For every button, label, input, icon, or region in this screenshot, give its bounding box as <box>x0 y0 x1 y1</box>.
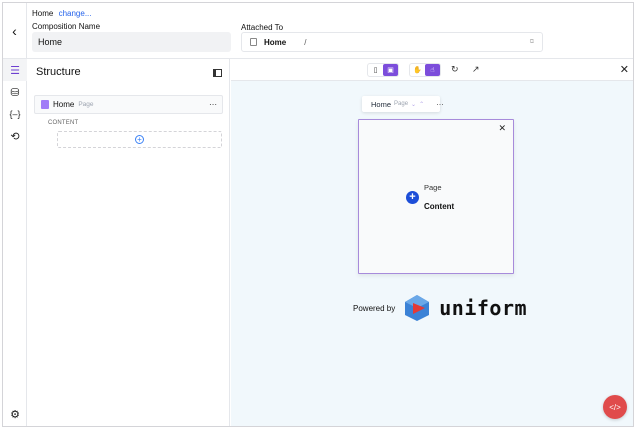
rail-structure-button[interactable]: ☰ <box>3 59 27 81</box>
gear-icon: ⚙ <box>10 408 20 421</box>
braces-icon: {–} <box>9 109 21 119</box>
slot-add-component[interactable]: + <box>57 131 222 148</box>
history-icon: ⟲ <box>10 130 20 143</box>
breadcrumb: Home change... <box>32 9 92 18</box>
more-icon[interactable]: ⋯ <box>209 100 217 109</box>
pan-mode-button[interactable]: ✋ <box>413 67 422 74</box>
add-component-button[interactable]: + <box>406 191 419 204</box>
tree-node-root[interactable]: Home Page ⋯ <box>34 95 223 114</box>
attached-title: Home <box>264 37 287 47</box>
slot-parent-label: Page <box>424 183 442 192</box>
preview-canvas: ▯ ▣ ✋ ☝ ↻ ↗ ✕ Home Page ⌄ ⌃ ⋯ ✕ + Page C… <box>231 59 633 426</box>
mobile-view-button[interactable]: ▯ <box>373 67 378 74</box>
node-name: Home <box>53 100 75 109</box>
left-rail: ☰ ⛁ {–} ⟲ ⚙ <box>3 59 27 426</box>
panel-toggle-icon[interactable] <box>213 69 222 77</box>
attached-to-field[interactable]: Home / ⧉ <box>241 32 543 52</box>
app-window: ‹ Home change... Composition Name Home A… <box>2 2 634 427</box>
slot-label: CONTENT <box>48 120 79 126</box>
composition-name-label: Composition Name <box>32 22 101 31</box>
expand-icon[interactable]: ↗ <box>472 64 480 74</box>
composition-name-input[interactable]: Home <box>32 32 231 52</box>
rail-history-button[interactable]: ⟲ <box>3 125 27 147</box>
node-type: Page <box>78 101 94 108</box>
more-icon[interactable]: ⋯ <box>436 99 444 109</box>
structure-panel: Structure Home Page ⋯ CONTENT + <box>27 59 230 426</box>
close-preview-icon[interactable]: ✕ <box>619 64 629 76</box>
powered-by: Powered by uniform <box>353 294 527 322</box>
code-fab-button[interactable]: </> <box>603 395 627 419</box>
chevron-down-icon[interactable]: ⌄ <box>411 101 417 108</box>
viewport-toggle: ▯ ▣ <box>367 63 399 77</box>
select-mode-button[interactable]: ☝ <box>425 64 440 76</box>
selected-component[interactable]: ✕ + Page Content <box>358 119 514 274</box>
component-floating-toolbar: Home Page ⌄ ⌃ ⋯ <box>362 96 444 112</box>
desktop-view-button[interactable]: ▣ <box>383 64 398 76</box>
database-icon: ⛁ <box>10 86 20 99</box>
document-icon <box>250 38 257 46</box>
copy-icon[interactable]: ⧉ <box>529 38 534 45</box>
slot-name-label: Content <box>424 202 455 211</box>
attached-path: / <box>304 37 307 47</box>
change-link[interactable]: change... <box>58 9 92 18</box>
component-type: Page <box>394 101 409 107</box>
page-icon <box>41 100 49 109</box>
chevron-left-icon: ‹ <box>12 23 17 39</box>
mode-toggle: ✋ ☝ <box>409 63 441 77</box>
structure-title: Structure <box>36 66 81 78</box>
uniform-logo-icon <box>404 294 430 322</box>
attached-to-label: Attached To <box>241 23 284 32</box>
close-icon[interactable]: ✕ <box>498 123 506 133</box>
back-button[interactable]: ‹ <box>3 3 27 59</box>
chevron-up-icon[interactable]: ⌃ <box>419 101 425 108</box>
composition-header: ‹ Home change... Composition Name Home A… <box>3 3 633 59</box>
preview-toolbar: ▯ ▣ ✋ ☝ ↻ ↗ ✕ <box>231 59 633 81</box>
uniform-wordmark: uniform <box>439 296 528 320</box>
refresh-icon[interactable]: ↻ <box>451 64 459 74</box>
rail-parameters-button[interactable]: {–} <box>3 103 27 125</box>
powered-by-text: Powered by <box>353 303 396 313</box>
component-name: Home <box>371 99 392 109</box>
structure-icon: ☰ <box>10 64 20 77</box>
rail-data-button[interactable]: ⛁ <box>3 81 27 103</box>
breadcrumb-current: Home <box>32 9 54 18</box>
plus-circle-icon: + <box>135 135 144 144</box>
settings-button[interactable]: ⚙ <box>3 404 27 424</box>
